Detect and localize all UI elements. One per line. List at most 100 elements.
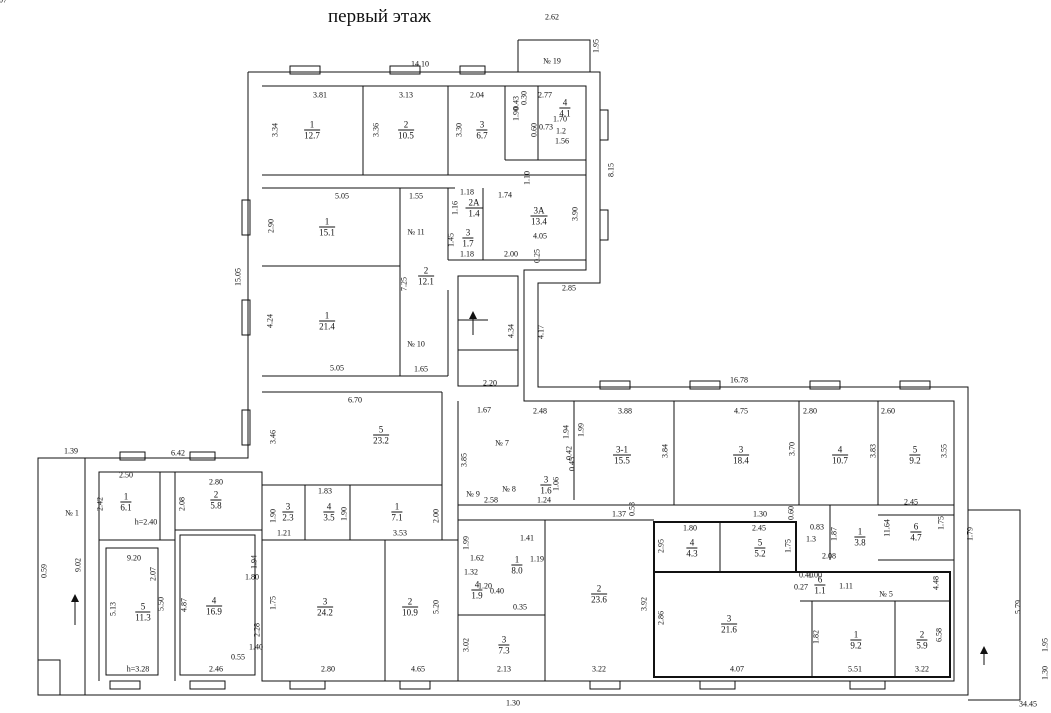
- dimension-label: 2.20: [483, 378, 497, 388]
- dimension-label: 0.55: [231, 652, 245, 662]
- window: [241, 409, 251, 446]
- dimension-label: 0.30: [519, 91, 529, 105]
- dimension-label: 2.28: [252, 623, 262, 637]
- dimension-label: 0.25: [532, 249, 542, 263]
- dimension-label: 2.86: [656, 611, 666, 625]
- dimension-label: 1.90: [511, 107, 521, 121]
- room-number: 2: [916, 630, 928, 641]
- room-area: 7.3: [498, 645, 510, 656]
- dimension-label: 11.64: [882, 519, 892, 537]
- dimension-label: 1.18: [460, 187, 474, 197]
- room-number: 4: [832, 445, 848, 456]
- room-number: 2А: [465, 198, 483, 209]
- dimension-label: 2.50: [119, 470, 133, 480]
- dimension-label: 5.79: [1013, 600, 1023, 614]
- dimension-label: 7.25: [399, 277, 409, 291]
- room-number: 4: [471, 580, 483, 591]
- window: [699, 680, 736, 690]
- dimension-label: 1.10: [522, 171, 532, 185]
- dimension-label: 1.2: [556, 126, 566, 136]
- dimension-label: 1.82: [811, 630, 821, 644]
- room-area: 8.0: [511, 565, 523, 576]
- window: [189, 680, 226, 690]
- dimension-label: 2.13: [497, 664, 511, 674]
- dimension-label: 1.56: [555, 136, 569, 146]
- dimension-label: 1.75: [783, 539, 793, 553]
- room-area: 4.1: [559, 108, 571, 119]
- room-number: 3: [721, 614, 737, 625]
- room-area: 1.4: [468, 208, 480, 219]
- room-number: 5: [135, 602, 151, 613]
- room-number: 4: [206, 596, 222, 607]
- dimension-label: 1.62: [470, 553, 484, 563]
- room-number: 3: [733, 445, 749, 456]
- dimension-label: 2.04: [470, 90, 484, 100]
- room-area: 3.8: [854, 537, 866, 548]
- dimension-label: 1.19: [530, 554, 544, 564]
- dimension-label: 4.17: [536, 325, 546, 339]
- dimension-label: 1.18: [460, 249, 474, 259]
- room-number: 1: [391, 502, 403, 513]
- dimension-label: 1.30: [1040, 666, 1050, 680]
- dimension-label: 1.21: [277, 528, 291, 538]
- dimension-label: 3.34: [270, 123, 280, 137]
- dimension-label: 1.07: [0, 0, 7, 5]
- room-area: 5.2: [754, 548, 766, 559]
- dimension-label: 1.40: [249, 642, 263, 652]
- dimension-label: 5.20: [431, 600, 441, 614]
- dimension-label: 2.95: [656, 539, 666, 553]
- window: [599, 109, 609, 141]
- dimension-label: 1.16: [450, 201, 460, 215]
- dimension-label: 1.90: [268, 509, 278, 523]
- dimension-label: 2.46: [209, 664, 223, 674]
- dimension-label: 2.77: [538, 90, 552, 100]
- room-area: 1.6: [540, 485, 552, 496]
- dimension-label: 1.80: [683, 523, 697, 533]
- dimension-label: 3.02: [461, 638, 471, 652]
- dimension-label: 0.45: [567, 457, 577, 471]
- window: [109, 680, 141, 690]
- room-number: 1: [319, 217, 335, 228]
- window: [241, 299, 251, 336]
- dimension-label: 1.45: [446, 233, 456, 247]
- corridor-number-label: № 9: [466, 489, 480, 499]
- dimension-label: 1.94: [561, 425, 571, 439]
- dimension-label: 16.78: [730, 375, 748, 385]
- room-number: 1: [319, 311, 335, 322]
- dimension-label: 0.60: [786, 506, 796, 520]
- dimension-label: 9.20: [127, 553, 141, 563]
- dimension-label: 2.08: [177, 497, 187, 511]
- corridor-number-label: № 1: [65, 508, 79, 518]
- window: [119, 451, 146, 461]
- dimension-label: 1.94: [249, 555, 259, 569]
- dimension-label: 5.05: [335, 191, 349, 201]
- dimension-label: 0.27: [794, 582, 808, 592]
- dimension-label: 2.60: [881, 406, 895, 416]
- dimension-label: 2.90: [266, 219, 276, 233]
- room-number: 1: [304, 120, 320, 131]
- room-number: 4: [559, 98, 571, 109]
- dimension-label: 2.85: [562, 283, 576, 293]
- room-number: 4: [686, 538, 698, 549]
- dimension-label: 1.20: [478, 581, 492, 591]
- dimension-label: 3.55: [939, 444, 949, 458]
- room-area: 1.1: [814, 585, 826, 596]
- room-area: 24.2: [317, 607, 333, 618]
- dimension-label: 3.85: [459, 453, 469, 467]
- dimension-label: 1.3: [806, 534, 816, 544]
- dimension-label: 1.80: [245, 572, 259, 582]
- dimension-label: 9.02: [73, 558, 83, 572]
- left-annex: [38, 659, 61, 695]
